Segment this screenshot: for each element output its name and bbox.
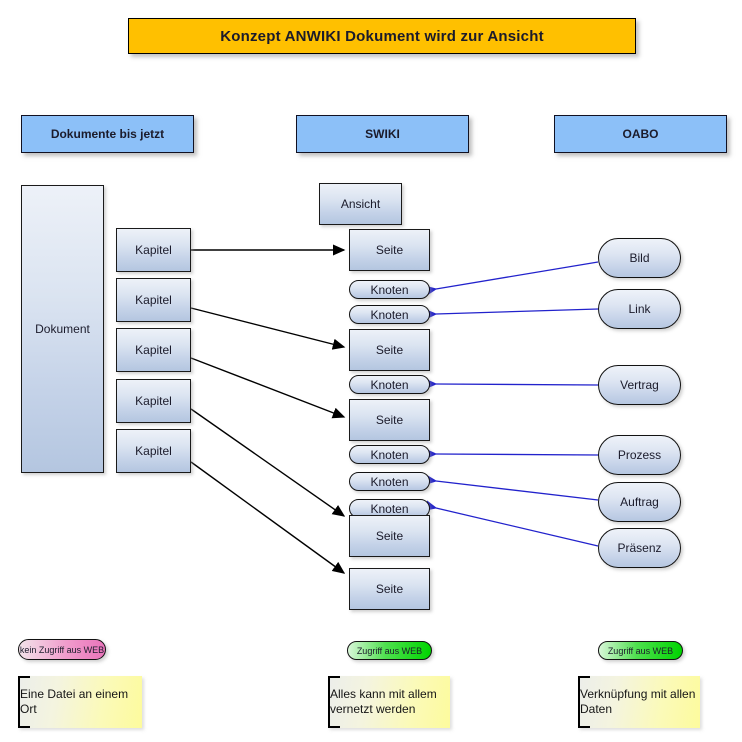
seite-box-5: Seite (349, 568, 430, 610)
document-box: Dokument (21, 185, 104, 473)
seite-box-1: Seite (349, 229, 430, 271)
object-pill-prozess: Prozess (598, 435, 681, 475)
chapter-box-5: Kapitel (116, 429, 191, 473)
object-pill-link: Link (598, 289, 681, 329)
seite-box-3: Seite (349, 399, 430, 441)
note-alles-vernetzt: Alles kann mit allem vernetzt werden (328, 676, 450, 728)
seite-box-4: Seite (349, 515, 430, 557)
note-eine-datei: Eine Datei an einem Ort (18, 676, 142, 728)
chapter-box-2: Kapitel (116, 278, 191, 322)
chapter-box-4: Kapitel (116, 379, 191, 423)
object-pill-vertrag: Vertrag (598, 365, 681, 405)
tag-zugriff-aus-web-swiki: Zugriff aus WEB (347, 641, 432, 660)
seite-box-2: Seite (349, 329, 430, 371)
column-header-oabo: OABO (554, 115, 727, 153)
object-pill-bild: Bild (598, 238, 681, 278)
knoten-pill-2: Knoten (349, 305, 430, 324)
knoten-pill-1: Knoten (349, 280, 430, 299)
note-verknuepfung: Verknüpfung mit allen Daten (578, 676, 700, 728)
chapter-page-arrows (190, 244, 346, 574)
object-node-arrows (424, 261, 599, 547)
knoten-pill-3: Knoten (349, 375, 430, 394)
column-header-dokumente: Dokumente bis jetzt (21, 115, 194, 153)
ansicht-box: Ansicht (319, 183, 402, 225)
page-title: Konzept ANWIKI Dokument wird zur Ansicht (128, 18, 636, 54)
knoten-pill-4: Knoten (349, 445, 430, 464)
chapter-box-1: Kapitel (116, 228, 191, 272)
tag-zugriff-aus-web-oabo: Zugriff aus WEB (598, 641, 683, 660)
object-pill-praesenz: Präsenz (598, 528, 681, 568)
object-pill-auftrag: Auftrag (598, 482, 681, 522)
knoten-pill-5: Knoten (349, 472, 430, 491)
chapter-box-3: Kapitel (116, 328, 191, 372)
tag-kein-zugriff-aus-web: kein Zugriff aus WEB (18, 639, 106, 660)
column-header-swiki: SWIKI (296, 115, 469, 153)
